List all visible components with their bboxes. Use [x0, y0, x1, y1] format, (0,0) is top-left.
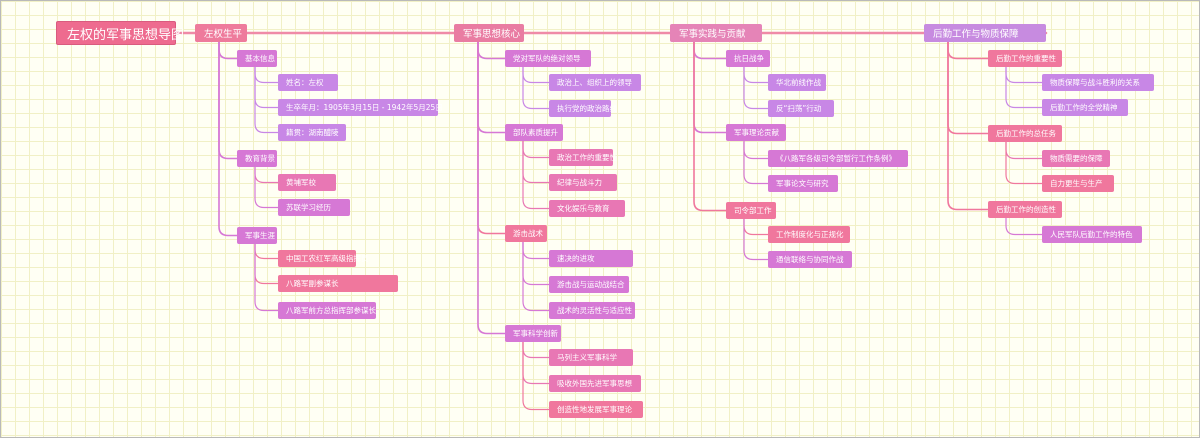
main-branch-2[interactable]: 军事思想核心	[454, 24, 524, 42]
topic-4-2[interactable]: 后勤工作的总任务	[988, 125, 1062, 142]
connector-line	[1005, 66, 1043, 84]
root-topic[interactable]: 左权的军事思想导图	[56, 21, 184, 45]
connector-line	[477, 41, 506, 335]
topic-3-2[interactable]: 军事理论贡献	[726, 124, 786, 141]
subtopic-2-3-1[interactable]: 速决的进攻	[549, 250, 633, 267]
connector-line	[522, 341, 550, 385]
subtopic-4-1-2[interactable]: 后勤工作的全党精神	[1042, 99, 1128, 116]
connector-line	[254, 166, 279, 209]
main-branch-3[interactable]: 军事实践与贡献	[670, 24, 762, 42]
connector-line	[693, 41, 727, 60]
topic-4-3[interactable]: 后勤工作的创造性	[988, 201, 1062, 218]
subtopic-2-2-1[interactable]: 政治工作的重要性	[549, 149, 617, 166]
connector-line	[522, 66, 550, 110]
connector-line	[522, 341, 550, 411]
topic-2-1[interactable]: 党对军队的绝对领导	[505, 50, 591, 67]
subtopic-2-3-3[interactable]: 战术的灵活性与适应性	[549, 302, 635, 319]
main-branch-4[interactable]: 后勤工作与物质保障	[924, 24, 1046, 42]
connector-line	[947, 41, 989, 211]
connector-line	[1005, 141, 1043, 185]
connector-line	[254, 243, 279, 260]
subtopic-3-3-2[interactable]: 通信联络与协同作战	[768, 251, 852, 268]
connector-line	[947, 41, 989, 60]
subtopic-4-2-2[interactable]: 自力更生与生产	[1042, 175, 1114, 192]
subtopic-2-4-1[interactable]: 马列主义军事科学	[549, 349, 633, 366]
connector-line	[218, 41, 238, 60]
connector-line	[522, 66, 550, 84]
subtopic-2-1-1[interactable]: 政治上、组织上的领导	[549, 74, 641, 91]
subtopic-1-3-2[interactable]: 八路军副参谋长	[278, 275, 398, 292]
topic-3-1[interactable]: 抗日战争	[726, 50, 770, 67]
connector-line	[254, 166, 279, 184]
topic-3-3[interactable]: 司令部工作	[726, 202, 776, 219]
connector-line	[947, 41, 989, 135]
connector-line	[218, 41, 238, 237]
subtopic-3-1-1[interactable]: 华北前线作战	[768, 74, 826, 91]
subtopic-2-1-2[interactable]: 执行党的政治路线	[549, 100, 617, 117]
subtopic-3-2-2[interactable]: 军事论文与研究	[768, 175, 838, 192]
connector-line	[522, 241, 550, 260]
subtopic-3-1-2[interactable]: 反“扫荡”行动	[768, 100, 834, 117]
connector-line	[254, 243, 279, 285]
subtopic-2-4-2[interactable]: 吸收外国先进军事思想	[549, 375, 641, 392]
subtopic-1-1-1[interactable]: 姓名：左权	[278, 74, 338, 91]
topic-1-3[interactable]: 军事生涯	[237, 227, 277, 244]
subtopic-2-2-3[interactable]: 文化娱乐与教育	[549, 200, 625, 217]
connector-line	[477, 41, 506, 134]
connector-line	[254, 66, 279, 84]
connector-line	[254, 243, 279, 312]
connector-line	[254, 66, 279, 134]
subtopic-3-3-1[interactable]: 工作制度化与正规化	[768, 226, 850, 243]
subtopic-4-3-1[interactable]: 人民军队后勤工作的特色	[1042, 226, 1142, 243]
subtopic-1-2-2[interactable]: 苏联学习经历	[278, 199, 350, 216]
topic-4-1[interactable]: 后勤工作的重要性	[988, 50, 1062, 67]
topic-2-4[interactable]: 军事科学创新	[505, 325, 561, 342]
connector-line	[218, 41, 238, 160]
subtopic-1-3-1[interactable]: 中国工农红军高级指挥员	[278, 250, 369, 267]
connector-line	[522, 241, 550, 286]
connector-line	[743, 140, 769, 185]
subtopic-2-2-2[interactable]: 纪律与战斗力	[549, 174, 617, 191]
subtopic-2-3-2[interactable]: 游击战与运动战结合	[549, 276, 629, 293]
subtopic-1-3-3[interactable]: 八路军前方总指挥部参谋长	[278, 302, 376, 319]
connector-line	[693, 41, 727, 212]
connector-line	[1005, 66, 1043, 109]
connector-line	[693, 41, 727, 134]
connector-line	[477, 41, 506, 235]
topic-2-3[interactable]: 游击战术	[505, 225, 547, 242]
main-branch-1[interactable]: 左权生平	[195, 24, 247, 42]
subtopic-2-4-3[interactable]: 创造性地发展军事理论	[549, 401, 643, 418]
connector-line	[1005, 141, 1043, 160]
topic-1-1[interactable]: 基本信息	[237, 50, 277, 67]
connector-line	[743, 66, 769, 84]
subtopic-1-1-2[interactable]: 生卒年月：1905年3月15日 - 1942年5月25日	[278, 99, 443, 116]
connector-line	[743, 140, 769, 160]
connector-line	[477, 41, 506, 60]
topic-1-2[interactable]: 教育背景	[237, 150, 277, 167]
connector-line	[522, 341, 550, 359]
subtopic-1-1-3[interactable]: 籍贯：湖南醴陵	[278, 124, 346, 141]
connector-line	[254, 66, 279, 109]
connector-line	[522, 140, 550, 184]
topic-2-2[interactable]: 部队素质提升	[505, 124, 563, 141]
connector-line	[743, 218, 769, 261]
subtopic-4-2-1[interactable]: 物质需要的保障	[1042, 150, 1110, 167]
connector-line	[522, 140, 550, 210]
connector-line	[522, 140, 550, 159]
connector-line	[1005, 217, 1043, 236]
subtopic-1-2-1[interactable]: 黄埔军校	[278, 174, 336, 191]
subtopic-4-1-1[interactable]: 物质保障与战斗胜利的关系	[1042, 74, 1154, 91]
connector-line	[522, 241, 550, 312]
subtopic-3-2-1[interactable]: 《八路军各级司令部暂行工作条例》	[768, 150, 908, 167]
connector-line	[743, 66, 769, 110]
connector-line	[743, 218, 769, 236]
